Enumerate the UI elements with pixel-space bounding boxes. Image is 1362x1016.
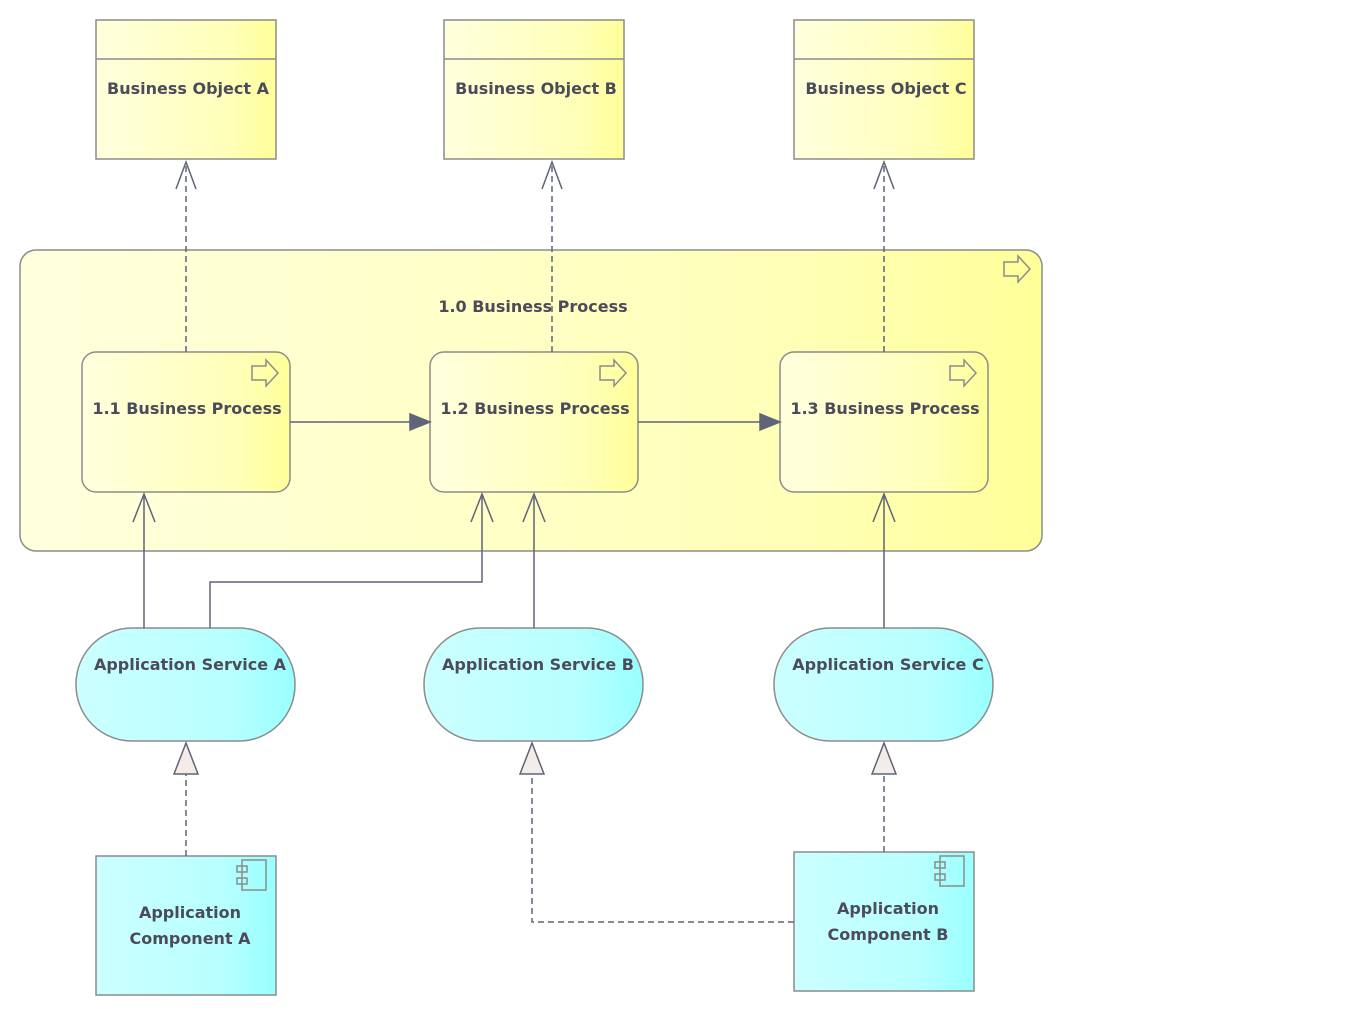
triggering-connector-1-2-to-1-3[interactable] xyxy=(638,412,783,432)
application-component-b[interactable]: Application Component B xyxy=(793,851,975,992)
realization-connector-component-b-to-service-b[interactable] xyxy=(518,740,794,923)
application-service-a[interactable]: Application Service A xyxy=(75,627,296,742)
service-label: Application Service C xyxy=(792,655,983,674)
business-object-b[interactable]: Business Object B xyxy=(443,19,625,160)
business-process-1-1[interactable]: 1.1 Business Process xyxy=(81,351,291,493)
service-label: Application Service A xyxy=(94,655,287,674)
realization-connector-component-a-to-service-a[interactable] xyxy=(172,740,200,856)
component-icon xyxy=(934,855,965,887)
service-label: Application Service B xyxy=(442,655,634,674)
business-object-c[interactable]: Business Object C xyxy=(793,19,975,160)
access-connector-b[interactable] xyxy=(541,159,563,352)
business-object-label: Business Object A xyxy=(107,79,270,98)
process-arrow-icon xyxy=(251,358,280,388)
serving-connector-service-b-to-1-2[interactable] xyxy=(522,491,546,628)
component-label-line2: Component B xyxy=(828,925,949,944)
application-service-c[interactable]: Application Service C xyxy=(773,627,994,742)
container-process-label: 1.0 Business Process xyxy=(438,297,627,316)
business-process-1-3[interactable]: 1.3 Business Process xyxy=(779,351,989,493)
serving-connector-service-a-to-1-1[interactable] xyxy=(132,491,156,628)
process-arrow-icon xyxy=(949,358,978,388)
business-object-a[interactable]: Business Object A xyxy=(95,19,277,160)
process-arrow-icon xyxy=(599,358,628,388)
process-arrow-icon xyxy=(1003,254,1032,284)
serving-connector-service-c-to-1-3[interactable] xyxy=(872,491,896,628)
serving-connector-service-a-to-1-2[interactable] xyxy=(209,491,494,628)
component-label-line2: Component A xyxy=(129,929,251,948)
business-object-label: Business Object C xyxy=(805,79,966,98)
access-connector-c[interactable] xyxy=(873,159,895,352)
triggering-connector-1-1-to-1-2[interactable] xyxy=(290,412,433,432)
business-object-label: Business Object B xyxy=(455,79,617,98)
component-icon xyxy=(236,859,267,891)
application-service-b[interactable]: Application Service B xyxy=(423,627,644,742)
application-component-a[interactable]: Application Component A xyxy=(95,855,277,996)
process-label: 1.1 Business Process xyxy=(92,399,281,418)
realization-connector-component-b-to-service-c[interactable] xyxy=(870,740,898,852)
process-label: 1.2 Business Process xyxy=(440,399,629,418)
access-connector-a[interactable] xyxy=(175,159,197,352)
business-process-1-2[interactable]: 1.2 Business Process xyxy=(429,351,639,493)
component-label-line1: Application xyxy=(837,899,939,918)
component-label-line1: Application xyxy=(139,903,241,922)
process-label: 1.3 Business Process xyxy=(790,399,979,418)
